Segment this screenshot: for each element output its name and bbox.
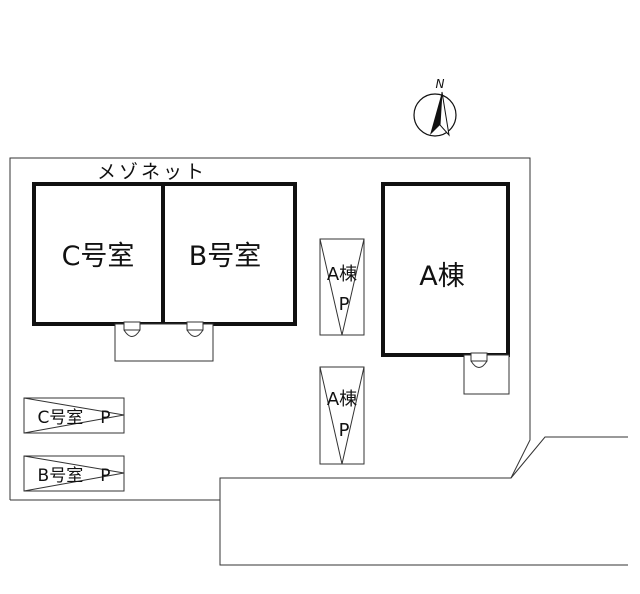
lot-boundary [219, 478, 628, 566]
parking-a-2-label-line1: A棟 [327, 389, 357, 410]
building-a-label: A棟 [419, 261, 464, 292]
north-label: N [436, 77, 445, 91]
north-arrow-icon: N [413, 77, 457, 137]
room-c-label: C号室 [62, 241, 135, 272]
parking-b: B号室 P [23, 455, 125, 492]
maisonette-label: メゾネット [97, 161, 207, 183]
parking-a-1: A棟 P [319, 238, 365, 336]
room-c [32, 182, 165, 326]
site-boundary [9, 157, 531, 501]
parking-a-1-label-line1: A棟 [327, 264, 357, 285]
building-a [381, 182, 510, 357]
room-b [161, 182, 297, 326]
parking-a-1-label-line2: P [339, 294, 350, 315]
road-edge [510, 436, 628, 479]
room-b-label: B号室 [189, 241, 262, 272]
a-entrance-porch [463, 352, 510, 395]
cb-entrance-porch [114, 321, 214, 362]
parking-c: C号室 P [23, 397, 125, 434]
parking-a-2: A棟 P [319, 366, 365, 465]
parking-c-label: C号室 P [37, 408, 110, 428]
parking-b-label: B号室 P [38, 466, 111, 486]
parking-a-2-label-line2: P [339, 420, 350, 441]
